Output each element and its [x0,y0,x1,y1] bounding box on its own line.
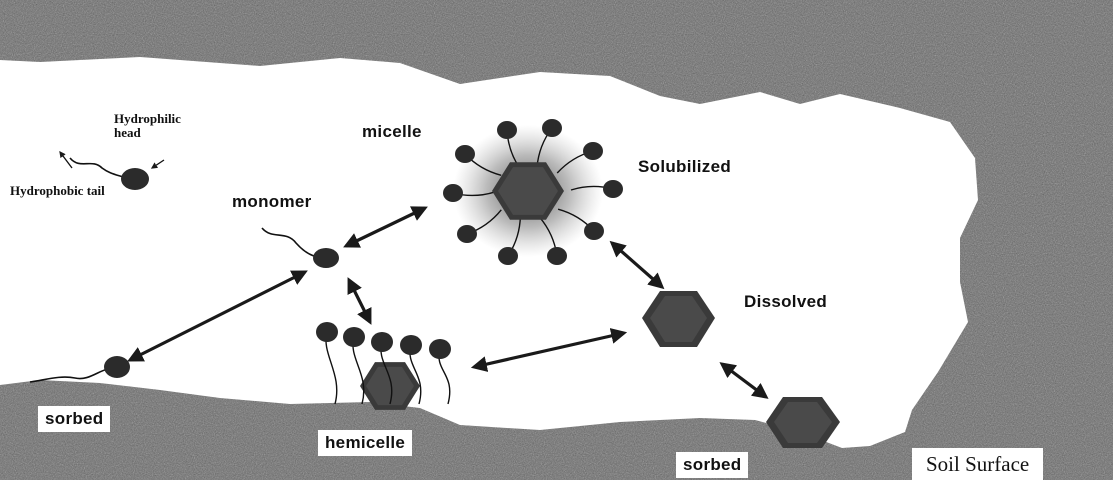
sorbed-left-label: sorbed [38,406,110,432]
micelle-head [498,247,518,265]
hydrophobic-tail-text: Hydrophobic tail [10,183,105,198]
hemicelle-head [429,339,451,359]
dissolved-label: Dissolved [744,293,827,311]
micelle-label: micelle [362,123,422,141]
monomer-label: monomer [232,193,312,211]
hydrophilic-head-label: Hydrophilic head [114,112,204,139]
micelle-head [457,225,477,243]
micelle-head [542,119,562,137]
hemicelle-head [316,322,338,342]
soil-surface-label: Soil Surface [912,448,1043,483]
hemicelle-label: hemicelle [318,430,412,456]
micelle-head [547,247,567,265]
micelle-head [584,222,604,240]
micelle-head [603,180,623,198]
hemicelle-head [400,335,422,355]
hydrophobic-tail-label: Hydrophobic tail [10,184,130,198]
hemicelle-head [343,327,365,347]
hemicelle-head [371,332,393,352]
sorbed-bottom-label: sorbed [676,452,748,478]
solubilized-label: Solubilized [638,158,731,176]
micelle-head [497,121,517,139]
micelle-head [455,145,475,163]
micelle-head [443,184,463,202]
micelle-head [583,142,603,160]
hydrophilic-head-text: Hydrophilic head [114,111,181,140]
